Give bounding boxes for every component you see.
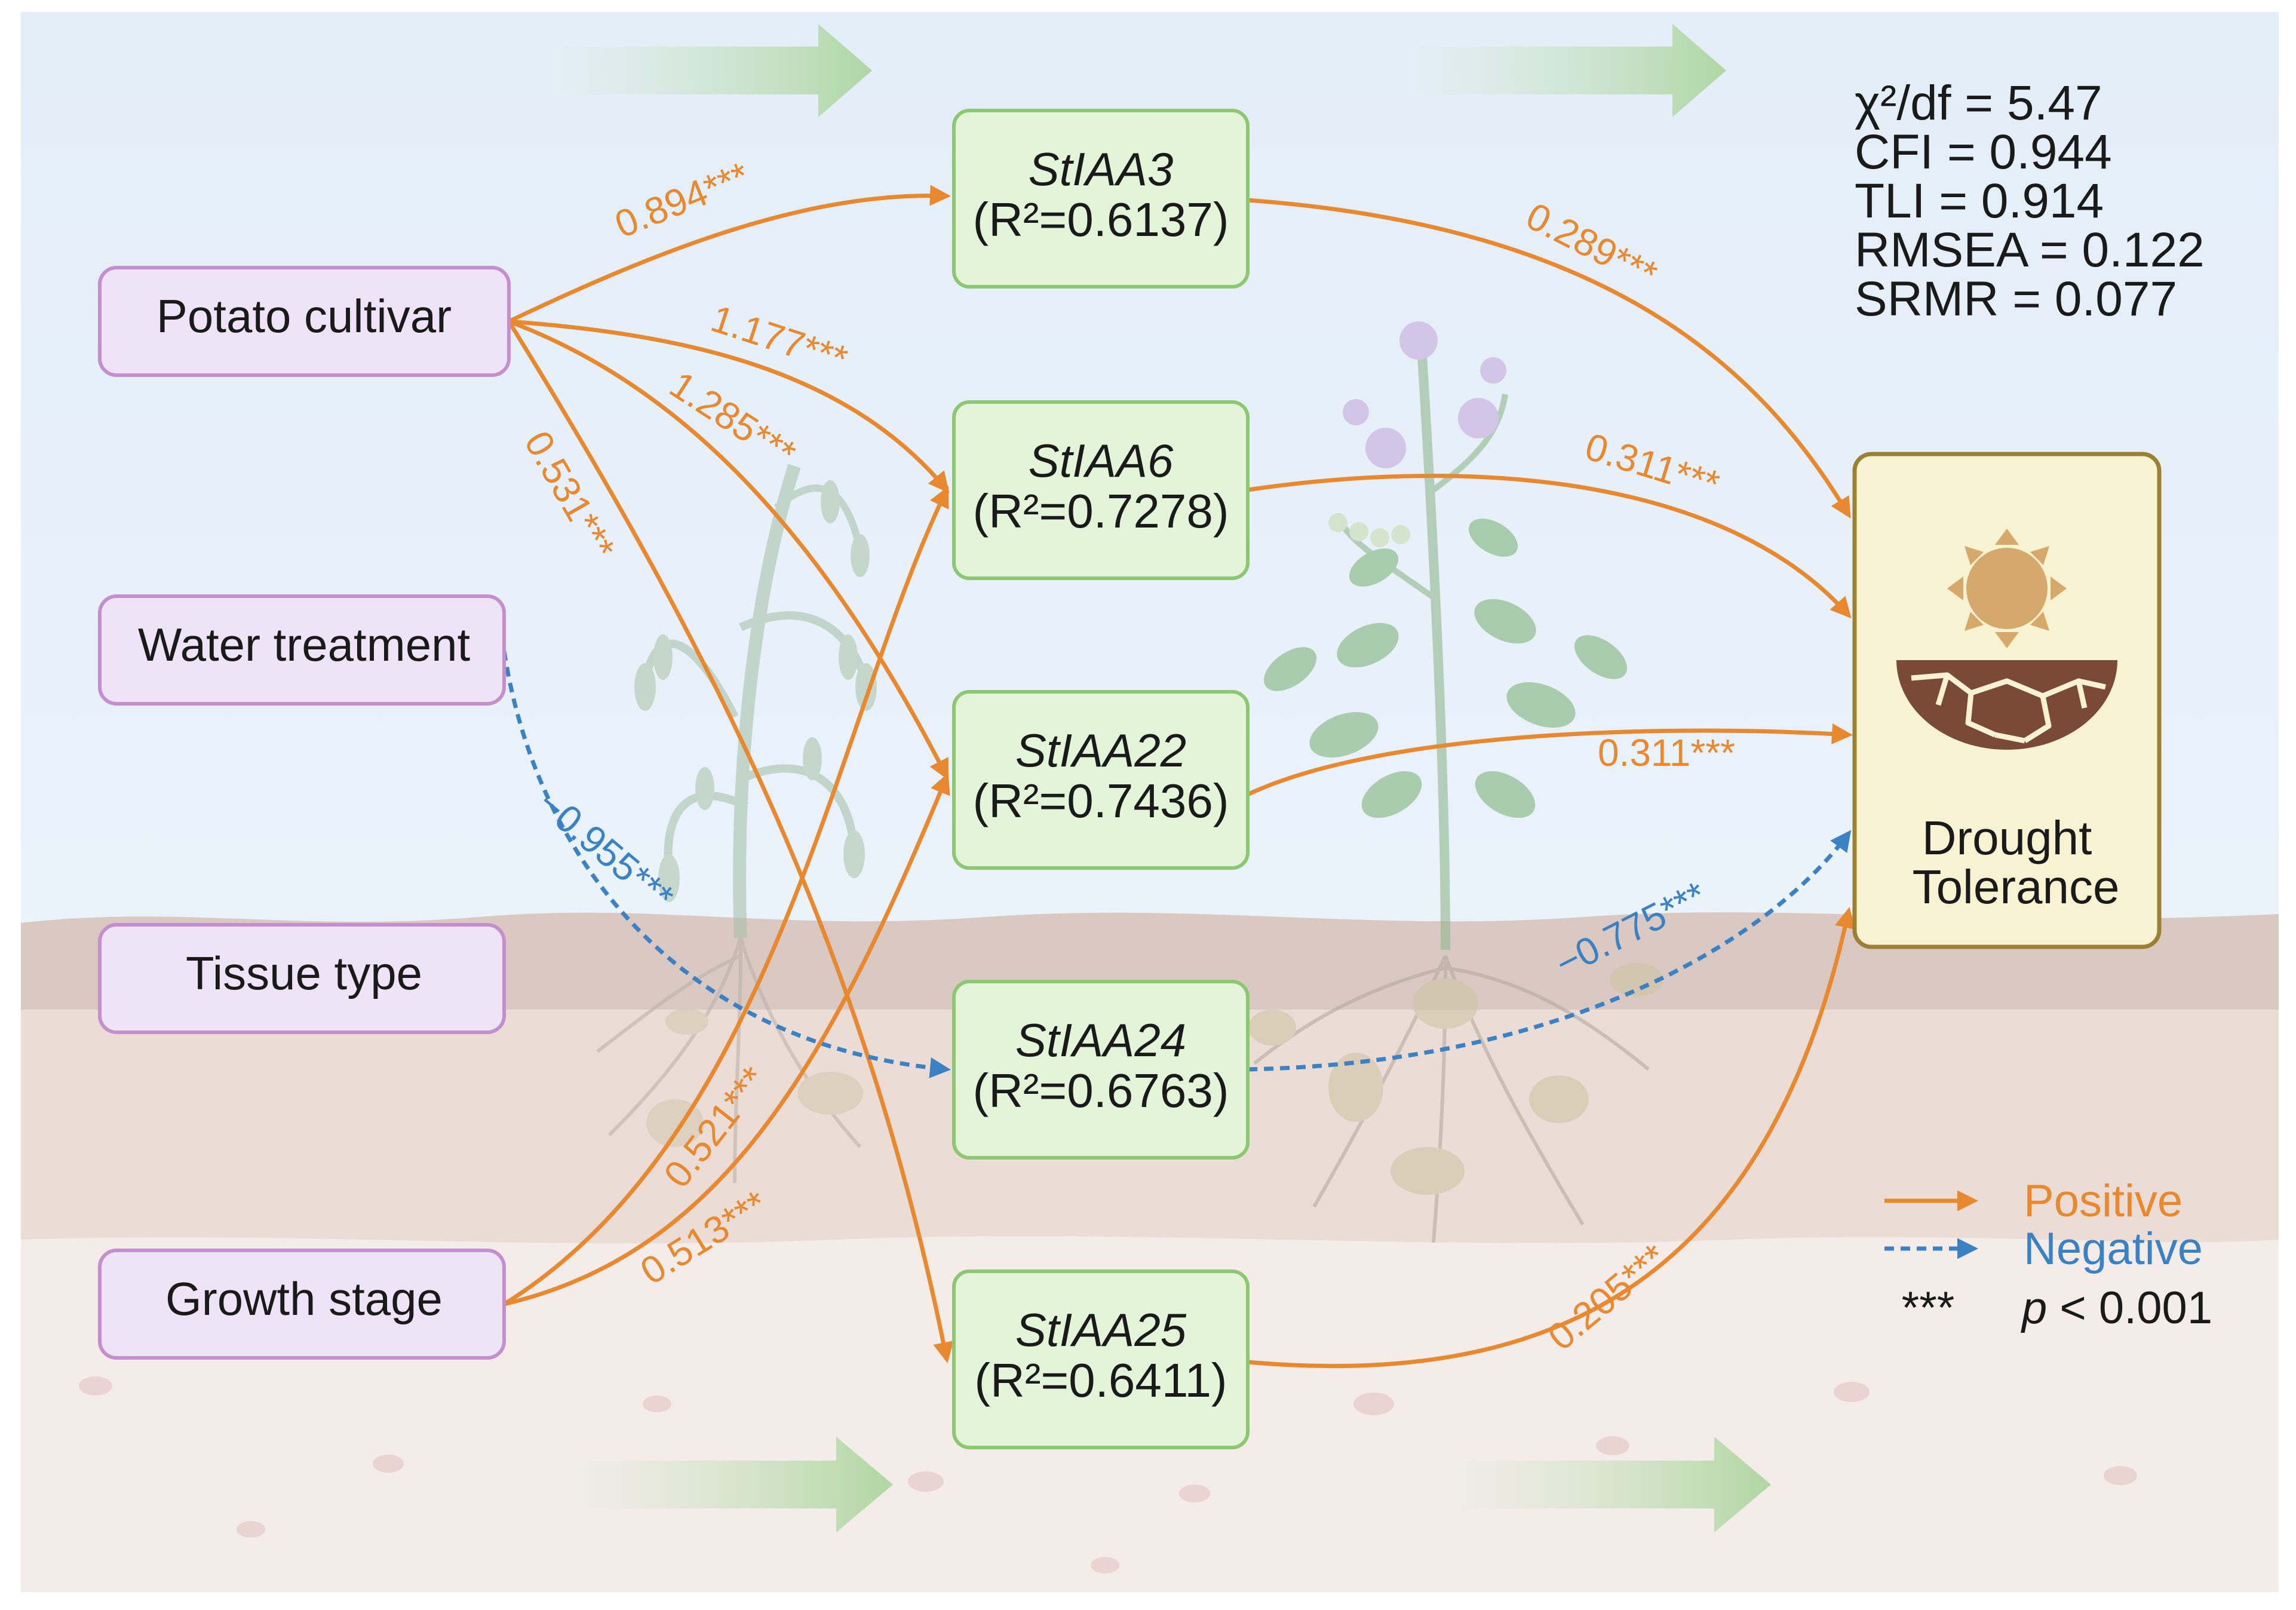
mediator-stiaa22: StIAA22 (R²=0.7436) [952,690,1250,870]
gene-r2: (R²=0.6763) [972,1064,1229,1117]
cracked-soil-icon [1896,660,2117,750]
fit-index-cfi: CFI = 0.944 [1855,125,2112,179]
predictor-label: Growth stage [165,1272,443,1325]
path-arrow-water-to-iaa24 [502,651,951,1078]
legend-positive-label: Positive [2024,1176,2183,1226]
gene-r2: (R²=0.6411) [974,1354,1227,1407]
predictor-label: Tissue type [186,947,422,999]
mediator-boxes: StIAA3 (R²=0.6137) StIAA6 (R²=0.7278) St… [952,109,1250,1449]
flow-arrows [538,24,1771,1532]
fit-index-tli: TLI = 0.914 [1855,174,2104,228]
legend-significance-stars: *** [1902,1283,1955,1333]
soil-pebbles [79,1376,2137,1574]
legend-p-threshold: < 0.001 [2047,1283,2212,1333]
path-arrow-iaa25-to-outcome [1247,907,1856,1369]
predictor-potato-cultivar: Potato cultivar [98,266,511,377]
flow-arrow-top-right [1392,24,1726,117]
flow-arrow-top-left [538,24,872,117]
predictor-label: Water treatment [138,618,471,671]
mediator-stiaa3: StIAA3 (R²=0.6137) [952,109,1250,289]
flow-arrow-bottom-right [1434,1437,1771,1532]
predictor-boxes: Potato cultivar Water treatment Tissue t… [98,266,511,1360]
gene-name: StIAA25 [1015,1304,1187,1356]
flow-arrow-bottom-left [555,1437,893,1532]
predictor-growth-stage: Growth stage [98,1249,506,1360]
path-arrow-iaa24-to-outcome [1247,830,1852,1072]
legend: Positive Negative *** p < 0.001 [1884,1176,2212,1333]
predictor-tissue-type: Tissue type [98,923,506,1034]
mediator-stiaa24: StIAA24 (R²=0.6763) [952,980,1250,1160]
gene-r2: (R²=0.7436) [972,774,1229,827]
gene-r2: (R²=0.6137) [972,193,1229,246]
legend-significance-text: p < 0.001 [2021,1283,2212,1333]
gene-name: StIAA3 [1029,143,1174,195]
path-arrow-stage-to-iaa22 [504,772,950,1307]
gene-name: StIAA24 [1015,1014,1186,1066]
predictor-water-treatment: Water treatment [98,594,506,706]
path-arrows [502,185,1856,1369]
path-arrow-iaa6-to-outcome [1247,474,1852,619]
legend-p-symbol: p [2021,1283,2047,1333]
legend-negative-label: Negative [2024,1223,2203,1274]
soil-top-layer [21,912,2279,1016]
outcome-label-line1: Drought [1922,811,2092,864]
path-arrow-cultivar-to-iaa25 [507,320,954,1363]
mediator-stiaa6: StIAA6 (R²=0.7278) [952,400,1250,580]
predictor-label: Potato cultivar [156,290,452,342]
wilted-plant-illustration [596,464,877,1183]
path-coefficient-iaa22-to-outcome: 0.311*** [1598,731,1735,774]
path-arrow-stage-to-iaa6 [503,486,949,1306]
gene-r2: (R²=0.7278) [972,484,1229,538]
gene-name: StIAA6 [1029,434,1174,487]
path-arrow-cultivar-to-iaa22 [508,319,949,781]
gene-name: StIAA22 [1015,724,1186,777]
healthy-plant-illustration [1248,321,1663,1243]
path-arrow-iaa3-to-outcome [1247,198,1851,519]
fit-index-rmsea: RMSEA = 0.122 [1855,223,2205,277]
mediator-stiaa25: StIAA25 (R²=0.6411) [952,1269,1250,1449]
fit-indices: χ²/df = 5.47 CFI = 0.944 TLI = 0.914 RMS… [1855,76,2205,326]
sun-icon [1947,529,2067,648]
path-arrow-cultivar-to-iaa3 [508,185,951,324]
fit-index-chisq: χ²/df = 5.47 [1855,76,2102,130]
outcome-drought-tolerance: Drought Tolerance [1852,452,2162,949]
fit-index-srmr: SRMR = 0.077 [1855,272,2177,326]
path-arrow-cultivar-to-iaa6 [508,319,950,493]
path-arrow-iaa22-to-outcome [1247,723,1853,797]
outcome-label-line2: Tolerance [1913,860,2120,913]
